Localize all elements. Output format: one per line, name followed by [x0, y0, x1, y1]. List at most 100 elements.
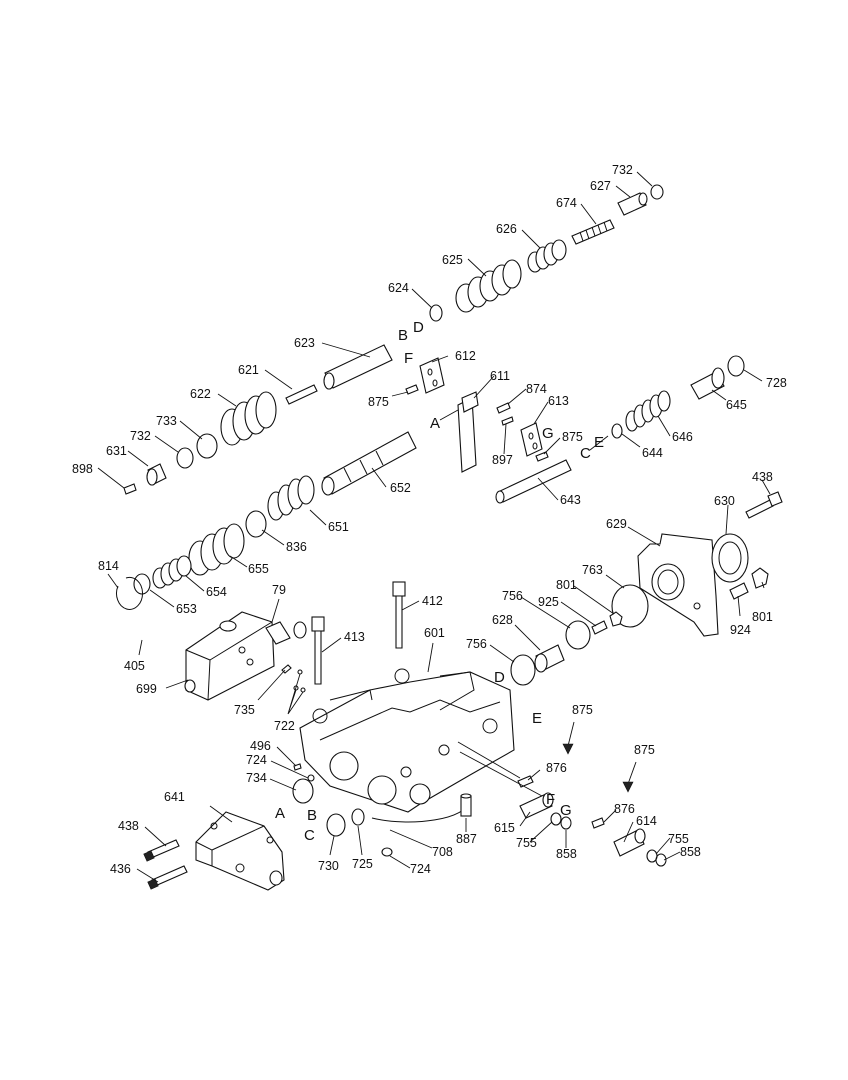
part-613 [520, 422, 543, 457]
label-724-upper: 724 [246, 753, 267, 767]
part-756-upper [565, 620, 591, 650]
label-655: 655 [248, 562, 269, 576]
letter-B-lower: B [307, 807, 317, 824]
label-874: 874 [526, 382, 547, 396]
part-651 [267, 475, 315, 521]
part-601 [299, 668, 515, 823]
part-438-top [745, 491, 783, 519]
part-728 [727, 355, 745, 377]
label-646: 646 [672, 430, 693, 444]
part-876-right [591, 817, 605, 829]
label-631: 631 [106, 444, 127, 458]
label-643: 643 [560, 493, 581, 507]
label-897: 897 [492, 453, 513, 467]
part-733 [196, 433, 218, 459]
part-801-right [751, 567, 769, 589]
part-724-lower [381, 847, 393, 857]
part-drawings [116, 184, 783, 891]
label-652: 652 [390, 481, 411, 495]
letter-A-lower: A [275, 805, 285, 822]
part-725 [351, 808, 365, 826]
letter-G-upper: G [542, 425, 554, 442]
label-763: 763 [582, 563, 603, 577]
part-79 [265, 621, 307, 645]
part-654 [152, 555, 192, 589]
label-645: 645 [726, 398, 747, 412]
letter-E-lower: E [532, 710, 542, 727]
part-627 [617, 192, 648, 216]
part-626 [527, 239, 567, 273]
label-887: 887 [456, 832, 477, 846]
part-622 [220, 391, 277, 446]
label-625: 625 [442, 253, 463, 267]
label-79: 79 [272, 583, 286, 597]
part-641 [195, 811, 285, 891]
label-722: 722 [274, 719, 295, 733]
part-412 [392, 581, 406, 649]
part-624 [429, 304, 443, 322]
part-623 [323, 344, 393, 390]
label-875-right: 875 [562, 430, 583, 444]
part-874 [496, 402, 511, 414]
part-644 [611, 423, 623, 439]
label-728: 728 [766, 376, 787, 390]
label-801-right: 801 [752, 610, 773, 624]
label-627: 627 [590, 179, 611, 193]
label-496: 496 [250, 739, 271, 753]
label-654: 654 [206, 585, 227, 599]
letter-C-upper: C [580, 445, 591, 462]
label-733: 733 [156, 414, 177, 428]
label-674: 674 [556, 196, 577, 210]
label-601: 601 [424, 626, 445, 640]
part-734 [292, 778, 314, 804]
part-674 [571, 219, 615, 245]
label-614: 614 [636, 814, 657, 828]
label-622: 622 [190, 387, 211, 401]
part-643 [495, 459, 572, 504]
part-646 [625, 390, 671, 432]
part-655 [188, 523, 245, 576]
label-924: 924 [730, 623, 751, 637]
part-629 [637, 533, 719, 637]
label-413: 413 [344, 630, 365, 644]
label-621: 621 [238, 363, 259, 377]
leader-lines [97, 171, 771, 883]
part-615 [519, 792, 554, 819]
label-898: 898 [72, 462, 93, 476]
label-611: 611 [490, 369, 510, 383]
label-756-upper: 756 [502, 589, 523, 603]
label-756-lower: 756 [466, 637, 487, 651]
label-755-left: 755 [516, 836, 537, 850]
part-438-lower [143, 839, 180, 862]
label-438-top: 438 [752, 470, 773, 484]
label-735: 735 [234, 703, 255, 717]
part-652 [321, 431, 417, 496]
label-651: 651 [328, 520, 349, 534]
label-876-left: 876 [546, 761, 567, 775]
part-612 [419, 357, 445, 394]
letter-A-upper: A [430, 415, 440, 432]
part-875-upper [405, 384, 419, 395]
label-699: 699 [136, 682, 157, 696]
label-858-right: 858 [680, 845, 701, 859]
part-858-left [560, 816, 572, 830]
part-699 [184, 611, 275, 701]
part-924 [729, 582, 749, 600]
label-641: 641 [164, 790, 185, 804]
label-730: 730 [318, 859, 339, 873]
label-732: 732 [612, 163, 633, 177]
letter-F-lower: F [546, 791, 555, 808]
label-412: 412 [422, 594, 443, 608]
label-612: 612 [455, 349, 476, 363]
part-898 [123, 483, 137, 495]
part-730 [326, 813, 346, 837]
part-630 [711, 533, 749, 583]
part-755-left [550, 812, 562, 826]
label-708: 708 [432, 845, 453, 859]
label-814: 814 [98, 559, 119, 573]
letter-D-lower: D [494, 669, 505, 686]
part-645 [690, 367, 725, 400]
label-801: 801 [556, 578, 577, 592]
part-858-right [655, 853, 667, 867]
